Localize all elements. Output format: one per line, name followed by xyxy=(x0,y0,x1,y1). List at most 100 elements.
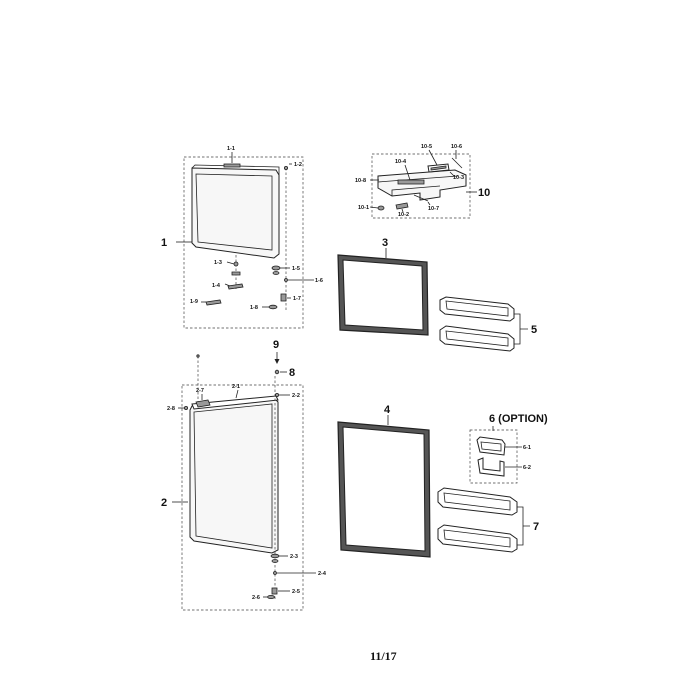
part-1-5-bushing-lower xyxy=(272,271,280,275)
part-2-8-screw xyxy=(183,405,188,410)
option-bin-2 xyxy=(477,457,505,477)
leader-10-2 xyxy=(401,208,404,213)
cover-assy-group: 10 10-1 10-2 10-3 10-4 10-5 10-6 10-7 10… xyxy=(355,144,490,219)
guard-lower-group: 7 xyxy=(437,487,539,553)
lower-door-panel xyxy=(189,397,279,554)
part-8 xyxy=(274,369,280,375)
option-boundary xyxy=(469,429,518,484)
part-1-7-hinge xyxy=(280,293,287,302)
guard-upper-bin-1 xyxy=(439,296,515,322)
label-10-7: 10-7 xyxy=(428,206,439,212)
guard-upper-bin-1-inner xyxy=(445,300,509,317)
label-6-option: 6 (OPTION) xyxy=(489,413,548,425)
label-1-4: 1-4 xyxy=(212,283,221,289)
label-6-2: 6-2 xyxy=(523,465,531,471)
part-10-1 xyxy=(377,205,385,211)
label-1: 1 xyxy=(161,237,167,249)
label-1-5: 1-5 xyxy=(292,266,300,272)
label-10-4: 10-4 xyxy=(395,159,407,165)
part-1-3-screw xyxy=(233,261,239,267)
label-1-9: 1-9 xyxy=(190,299,198,305)
lower-door-inner-edge xyxy=(193,403,273,549)
leader-10-1 xyxy=(369,206,379,209)
leader-2-1 xyxy=(235,389,239,399)
option-bin-1-inner xyxy=(480,441,502,452)
label-10-3: 10-3 xyxy=(453,175,464,181)
gasket-lower-inner xyxy=(342,426,426,552)
part-10-2 xyxy=(395,202,409,210)
label-1-7: 1-7 xyxy=(293,296,301,302)
part-2-3-bushing-lower xyxy=(271,559,279,563)
part-10-5-strip xyxy=(430,165,447,171)
option-group: 6 (OPTION) 6-1 6-2 xyxy=(469,413,548,484)
guard-lower-bin-2-inner xyxy=(443,529,511,548)
label-2-5: 2-5 xyxy=(292,589,300,595)
lower-door-boundary xyxy=(181,384,304,611)
part-10-6-wire xyxy=(451,157,463,169)
label-1-6: 1-6 xyxy=(315,278,323,284)
label-5: 5 xyxy=(531,324,537,336)
label-6-1: 6-1 xyxy=(523,445,531,451)
gasket-upper-inner xyxy=(342,259,424,331)
cover-bracket xyxy=(377,169,467,201)
leader-10-3 xyxy=(449,171,455,177)
part-2-5-hinge xyxy=(271,587,278,595)
part-1-4-stopper xyxy=(227,283,244,290)
part-1-9-cap xyxy=(205,299,222,306)
part-2-7-cover xyxy=(195,399,211,408)
leader-10-4 xyxy=(404,164,411,181)
label-10-6: 10-6 xyxy=(451,144,462,150)
label-1-1: 1-1 xyxy=(227,146,235,152)
page-number: 11/17 xyxy=(370,649,397,663)
leader-5 xyxy=(514,313,528,345)
upper-door-group: 1 1-1 1-2 1-3 1-4 1-5 1-6 1-7 1-8 1-9 xyxy=(161,146,323,329)
label-10: 10 xyxy=(478,187,490,199)
label-2-3: 2-3 xyxy=(290,554,298,560)
lower-door-group: 2 2-1 2-2 2-3 2-4 2-5 2-6 2-7 2-8 8 9 xyxy=(161,339,327,611)
part-1-6-screw xyxy=(284,278,288,282)
gasket-upper-group: 3 xyxy=(337,237,429,336)
guard-lower-bin-2 xyxy=(437,524,518,553)
part-10-4-switch xyxy=(397,179,425,185)
leader-10-5 xyxy=(428,149,438,166)
label-2-1: 2-1 xyxy=(232,384,240,390)
label-7: 7 xyxy=(533,521,539,533)
label-10-1: 10-1 xyxy=(358,205,369,211)
part-1-1-handle xyxy=(223,163,241,168)
upper-door-inner-edge xyxy=(195,173,273,251)
part-1-3-stop xyxy=(231,271,241,276)
label-2-2: 2-2 xyxy=(292,393,300,399)
part-2-3-bushing xyxy=(270,553,280,559)
label-1-2: 1-2 xyxy=(294,162,302,168)
label-1-8: 1-8 xyxy=(250,305,258,311)
part-2-1-cap xyxy=(191,395,279,410)
cover-bracket-edges xyxy=(377,175,459,196)
label-10-5: 10-5 xyxy=(421,144,432,150)
label-4: 4 xyxy=(384,404,391,416)
part-9-arrow xyxy=(274,359,280,364)
guard-upper-bin-2 xyxy=(439,325,515,352)
guard-upper-group: 5 xyxy=(439,296,537,352)
guard-lower-bin-1-inner xyxy=(443,492,511,511)
part-10-7-cable xyxy=(413,194,429,202)
gasket-lower-group: 4 xyxy=(337,404,431,558)
leader-7 xyxy=(517,506,530,546)
leader-1-4 xyxy=(224,283,231,287)
label-2-8: 2-8 xyxy=(167,406,175,412)
leader-10-7 xyxy=(427,201,431,206)
part-1-5-bushing xyxy=(271,265,281,271)
part-2-4-screw xyxy=(273,571,277,575)
upper-door-panel xyxy=(191,167,280,259)
part-1-8-washer xyxy=(268,304,278,310)
leader-1-3 xyxy=(226,261,235,265)
label-8: 8 xyxy=(289,367,295,379)
label-10-2: 10-2 xyxy=(398,212,409,218)
label-2-4: 2-4 xyxy=(318,571,327,577)
part-2-2-pin xyxy=(274,392,279,397)
guard-lower-bin-1 xyxy=(437,487,518,516)
part-2-6-washer xyxy=(267,595,275,600)
upper-door-boundary xyxy=(183,156,304,329)
part-1-2-pin xyxy=(283,165,288,170)
label-2-6: 2-6 xyxy=(252,595,260,601)
